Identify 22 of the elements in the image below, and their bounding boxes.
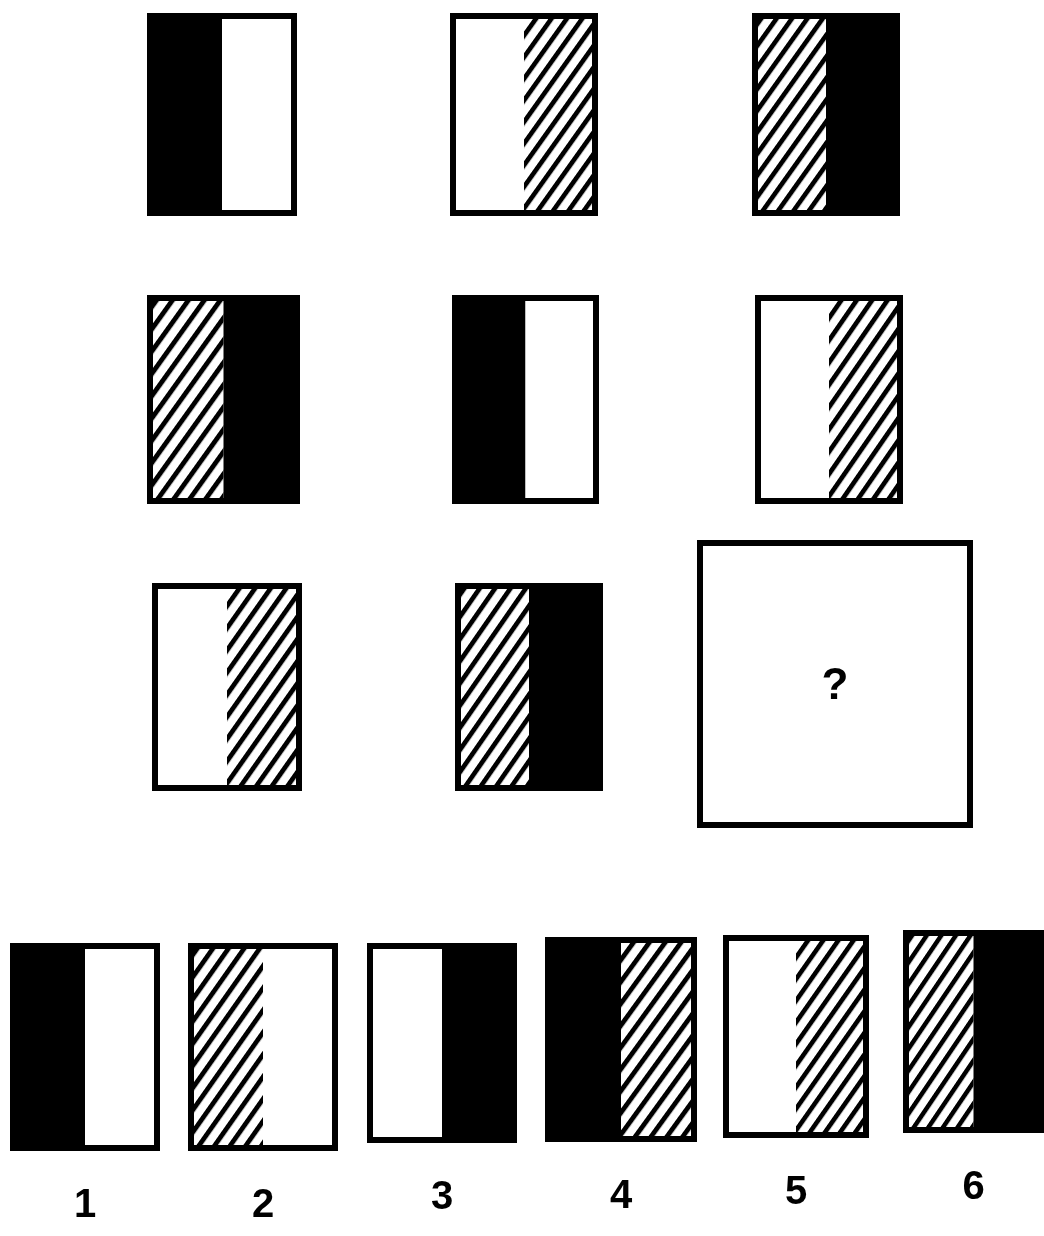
- pattern-tile: [367, 943, 517, 1143]
- pattern-tile: [450, 13, 598, 216]
- option-number: 3: [430, 1173, 454, 1218]
- option-number: 1: [73, 1181, 97, 1226]
- pattern-tile: [188, 943, 338, 1151]
- option-number: 4: [609, 1172, 633, 1217]
- pattern-tile: [152, 583, 302, 791]
- pattern-tile: [545, 937, 697, 1142]
- pattern-tile: [752, 13, 900, 216]
- pattern-tile: [723, 935, 869, 1138]
- option-number: 6: [962, 1163, 985, 1208]
- answer-box: [697, 540, 973, 828]
- option-number: 2: [251, 1181, 275, 1226]
- pattern-tile: [455, 583, 603, 791]
- pattern-tile: [147, 295, 300, 504]
- pattern-tile: [452, 295, 599, 504]
- pattern-tile: [903, 930, 1044, 1133]
- pattern-tile: [147, 13, 297, 216]
- pattern-tile: [755, 295, 903, 504]
- question-mark: ?: [821, 659, 849, 709]
- option-number: 5: [784, 1168, 808, 1213]
- pattern-tile: [10, 943, 160, 1151]
